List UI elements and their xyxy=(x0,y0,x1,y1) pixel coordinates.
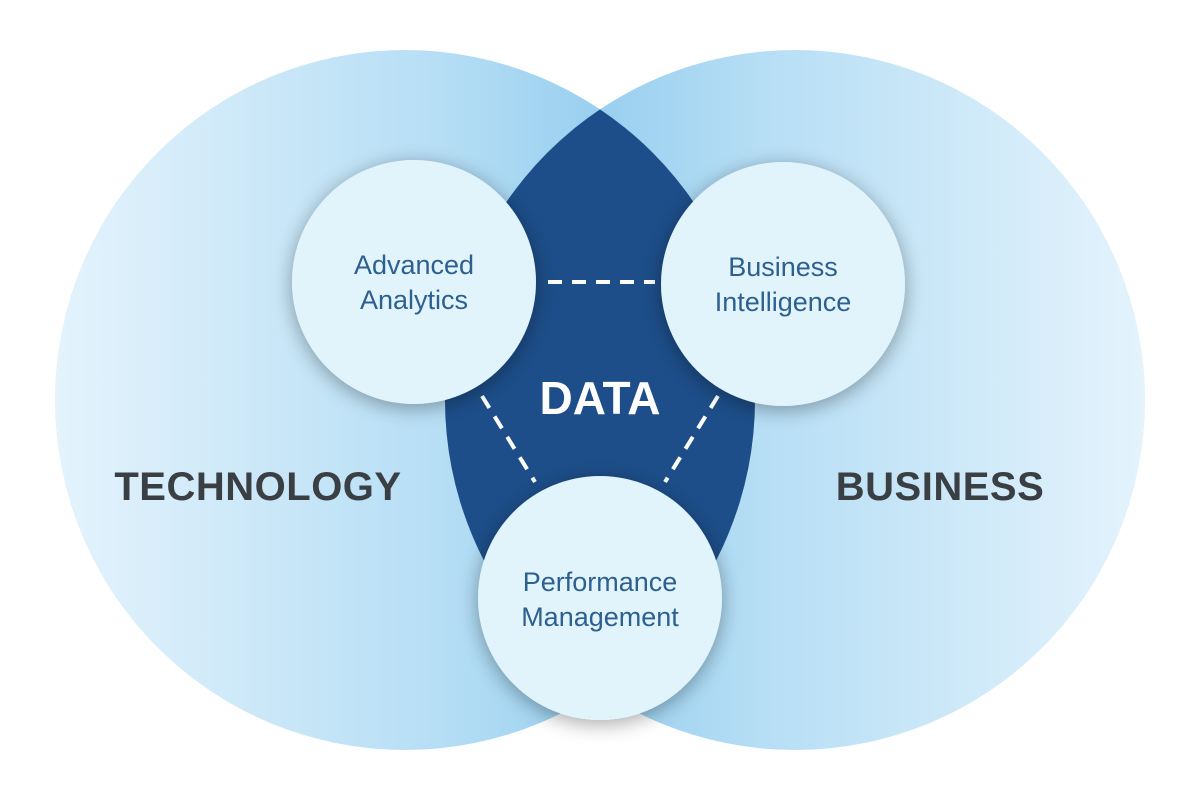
business-intelligence-label-line1: Business xyxy=(728,252,838,282)
connector-right xyxy=(663,394,720,484)
performance-management-node xyxy=(478,476,722,720)
advanced-analytics-node xyxy=(292,160,536,404)
business-intelligence-label-line2: Intelligence xyxy=(715,287,852,317)
advanced-analytics-label-line1: Advanced xyxy=(354,250,474,280)
business-intelligence-node xyxy=(661,162,905,406)
data-label: DATA xyxy=(540,372,661,424)
performance-management-label-line2: Management xyxy=(521,602,679,632)
business-label: BUSINESS xyxy=(836,465,1045,509)
technology-label: TECHNOLOGY xyxy=(114,465,401,509)
connector-left xyxy=(480,394,537,484)
advanced-analytics-label-line2: Analytics xyxy=(360,285,468,315)
performance-management-label-line1: Performance xyxy=(523,567,678,597)
